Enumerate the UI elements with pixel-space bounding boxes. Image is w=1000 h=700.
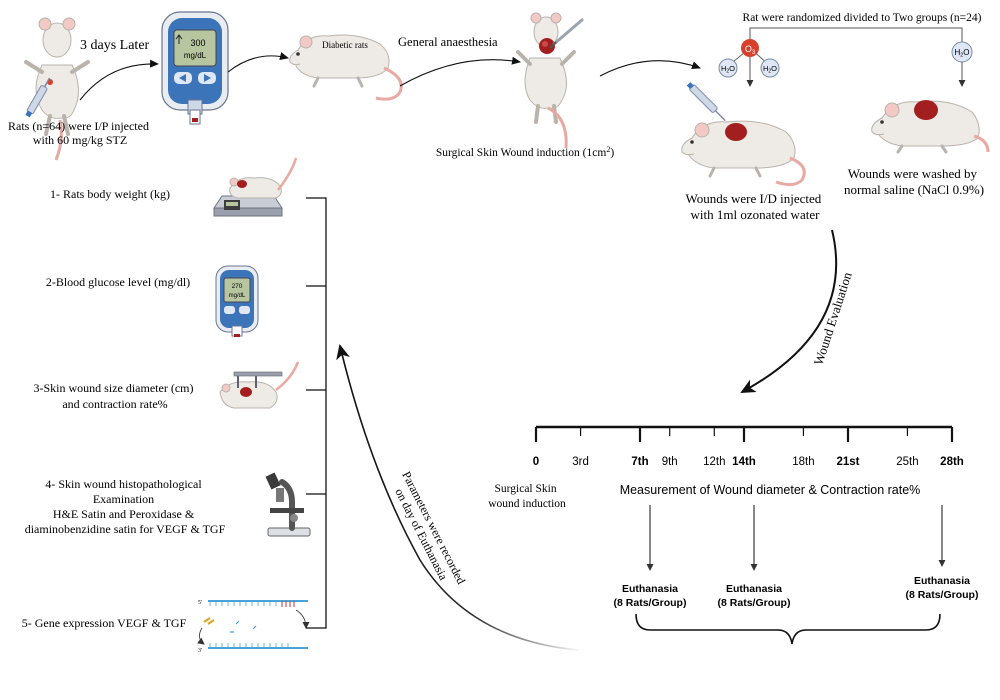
diabetic-rat-icon: [289, 34, 403, 101]
euthanasia-subtitle: (8 Rats/Group): [614, 597, 687, 609]
euthanasia-group: Euthanasia (8 Rats/Group) Euthanasia (8 Rat…: [614, 505, 979, 609]
ozone-molecule-icon: O3 H2O H2O: [718, 39, 780, 87]
saline-molecule-icon: H2O: [951, 38, 973, 87]
surgery-rat-icon: [516, 12, 584, 149]
euthanasia-brace: [635, 613, 941, 645]
diabetic-rats-label: Diabetic rats: [322, 40, 368, 50]
glucometer-small-icon: 270 mg/dL: [215, 265, 259, 337]
microscope-icon: [265, 472, 311, 537]
euthanasia-subtitle: (8 Rats/Group): [906, 589, 979, 601]
timeline-tick-label: 0: [533, 456, 539, 468]
timeline-tick-label: 3rd: [572, 456, 589, 468]
caliper-rat-icon: [219, 361, 300, 409]
arrow-surgery-to-ozone-group: [599, 60, 701, 77]
svg-text:mg/dL: mg/dL: [184, 51, 207, 60]
parameter-5-label: 5- Gene expression VEGF & TGF: [22, 616, 187, 630]
timeline: 0 3rd 7th 9th 12th 14th 18th 21st 25th 28th: [533, 425, 964, 468]
svg-text:H2O: H2O: [954, 48, 969, 59]
ozone-group-rat-icon: [681, 82, 806, 187]
wound-induction-caption: Surgical Skin Wound induction (1cm2): [436, 145, 615, 159]
parameters-bracket: [306, 197, 327, 629]
parameter-3-label: 3-Skin wound size diameter (cm) and cont…: [34, 381, 197, 411]
timeline-tick-label: 9th: [662, 456, 678, 468]
svg-text:mg/dL: mg/dL: [229, 293, 246, 299]
timeline-tick-label: 14th: [732, 456, 756, 468]
timeline-tick-label: 21st: [836, 456, 859, 468]
parameter-2-label: 2-Blood glucose level (mg/dl): [46, 275, 190, 289]
svg-text:O3: O3: [745, 44, 756, 56]
saline-group-rat-icon: [871, 100, 990, 154]
saline-group-caption: Wounds were washed by normal saline (NaC…: [844, 166, 984, 197]
wound-evaluation-arrow: [740, 229, 838, 393]
svg-text:270: 270: [232, 283, 243, 290]
svg-text:H2O: H2O: [721, 64, 735, 75]
glucometer-icon: 300 mg/dL: [161, 11, 229, 125]
three-days-later-label: 3 days Later: [80, 38, 150, 53]
measurement-caption: Measurement of Wound diameter & Contract…: [620, 483, 921, 497]
euthanasia-title: Euthanasia: [622, 583, 678, 595]
euthanasia-subtitle: (8 Rats/Group): [718, 597, 791, 609]
euthanasia-title: Euthanasia: [914, 575, 970, 587]
parameter-4-label: 4- Skin wound histopathological Examinat…: [25, 477, 226, 536]
parameter-1-label: 1- Rats body weight (kg): [50, 187, 170, 201]
parameters-recorded-arrow: [336, 344, 579, 651]
standing-rat-injected-icon: [24, 17, 90, 161]
rats-injected-caption: Rats (n=64) were I/P injected with 60 mg…: [8, 119, 152, 147]
ozone-group-caption: Wounds were I/D injected with 1ml ozonat…: [685, 191, 824, 222]
svg-text:5': 5': [198, 600, 202, 606]
timeline-tick-label: 28th: [940, 456, 964, 468]
timeline-tick-label: 12th: [703, 456, 725, 468]
timeline-start-caption: Surgical Skin wound induction: [488, 483, 566, 510]
timeline-tick-label: 18th: [792, 456, 814, 468]
timeline-tick-label: 7th: [631, 456, 648, 468]
euthanasia-title: Euthanasia: [726, 583, 782, 595]
randomized-caption: Rat were randomized divided to Two group…: [743, 12, 982, 24]
arrow-glucometer-to-diabetic-rat: [227, 52, 289, 73]
parameters-recorded-label: Parameters were recorded on day of Eutha…: [387, 469, 470, 595]
svg-text:3': 3': [198, 648, 202, 654]
wound-evaluation-label: Wound Evaluation: [811, 270, 855, 367]
arrow-injection-to-glucometer: [79, 59, 159, 101]
dna-strand-icon: 5' 3': [197, 600, 310, 654]
weighing-scale-rat-icon: [213, 157, 298, 217]
svg-text:300: 300: [190, 38, 205, 48]
general-anaesthesia-label: General anaesthesia: [398, 35, 498, 49]
svg-text:H2O: H2O: [763, 64, 777, 75]
arrow-diabetic-rat-to-surgery: [399, 56, 521, 87]
randomization-bracket: [749, 27, 963, 38]
timeline-tick-label: 25th: [896, 456, 918, 468]
